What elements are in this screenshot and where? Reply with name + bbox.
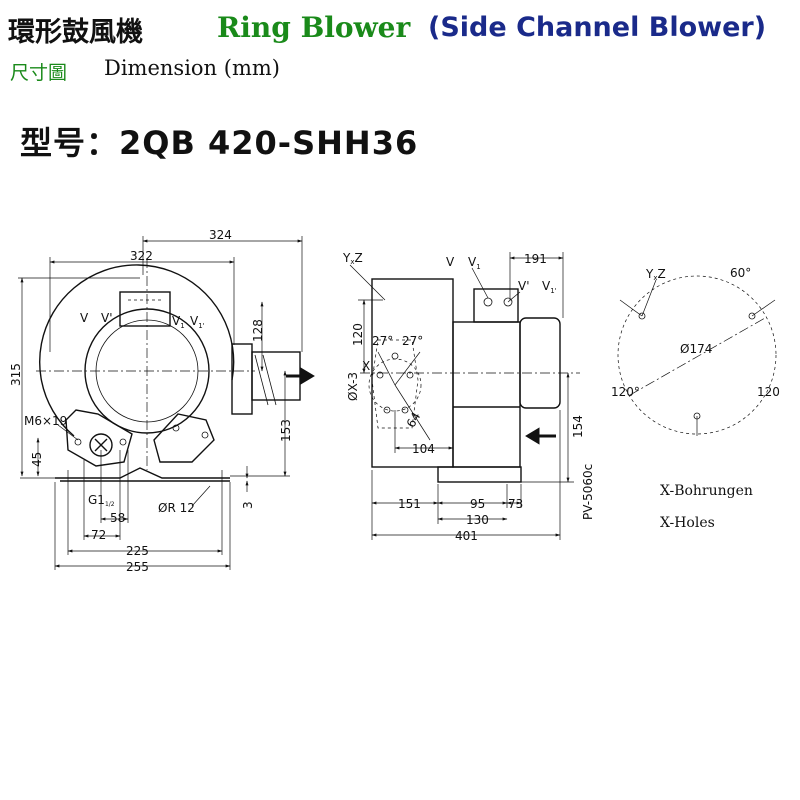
side-top-ports xyxy=(473,288,519,323)
front-dim-45: 45 xyxy=(30,452,44,467)
side-label-yxz: YxZ xyxy=(342,251,363,266)
model-number: 型号：2QB 420-SHH36 xyxy=(20,124,419,162)
side-label-v1: V1 xyxy=(468,255,481,271)
front-radius-label: ØR 12 xyxy=(158,501,195,515)
note-holes: X-Holes xyxy=(660,515,715,531)
title-subtitle: (Side Channel Blower) xyxy=(428,12,767,43)
side-dim-95: 95 xyxy=(470,497,485,511)
front-outlet-arrow-icon xyxy=(286,367,315,385)
front-label-v-prime: V' xyxy=(101,311,113,325)
dimension-label-chinese: 尺寸圖 xyxy=(10,62,68,84)
side-dim-130: 130 xyxy=(466,513,489,527)
dimension-label-english: Dimension (mm) xyxy=(104,56,280,80)
side-dim-401: 401 xyxy=(455,529,478,543)
hole-pattern-view: YxZ 60° 120° 120 Ø174 xyxy=(611,266,780,436)
side-view: 191 120 ØX-3 X 104 64 154 151 95 73 130 … xyxy=(342,251,595,543)
front-dim-315: 315 xyxy=(9,363,23,386)
front-base-plate xyxy=(55,467,230,479)
front-dim-322: 322 xyxy=(130,249,153,263)
hole-pattern-circle xyxy=(617,275,777,435)
note-bohrungen: X-Bohrungen xyxy=(660,483,753,499)
front-dim-72: 72 xyxy=(91,528,106,542)
front-view: 324 322 315 45 128 153 3 58 72 225 255 xyxy=(9,228,315,574)
hole-angle-60: 60° xyxy=(730,266,751,280)
side-dim-x3: ØX-3 xyxy=(346,372,360,401)
side-label-v1-prime: V1' xyxy=(542,279,557,295)
front-top-port xyxy=(119,291,171,327)
front-pipe-thread-label: G11/2 xyxy=(88,493,115,508)
side-dim-151: 151 xyxy=(398,497,421,511)
side-motor xyxy=(519,317,561,409)
front-bolt-label: M6×19 xyxy=(24,414,67,428)
hole-label-yxz: YxZ xyxy=(645,267,666,282)
front-dim-324: 324 xyxy=(209,228,232,242)
hole-angle-120b: 120 xyxy=(757,385,780,399)
side-dim-191: 191 xyxy=(524,252,547,266)
side-label-v-prime: V' xyxy=(518,279,530,293)
title-chinese: 環形鼓風機 xyxy=(8,17,143,48)
front-dim-58: 58 xyxy=(110,511,125,525)
front-dim-128: 128 xyxy=(251,319,265,342)
side-dim-120: 120 xyxy=(351,323,365,346)
hole-diameter: Ø174 xyxy=(680,342,712,356)
side-dim-104: 104 xyxy=(412,442,435,456)
front-outlet-flange xyxy=(231,343,253,415)
front-left-foot xyxy=(65,409,133,467)
side-angle-27b: 27° xyxy=(402,334,423,348)
front-dim-225: 225 xyxy=(126,544,149,558)
front-dim-3: 3 xyxy=(241,501,255,509)
side-dim-73: 73 xyxy=(508,497,523,511)
side-inlet-arrow-icon xyxy=(525,427,556,445)
side-dim-x: X xyxy=(362,359,370,373)
front-label-v: V xyxy=(80,311,89,325)
side-housing-body xyxy=(452,321,521,468)
front-housing-outline xyxy=(39,264,235,437)
front-dim-153: 153 xyxy=(279,419,293,442)
side-base xyxy=(437,466,522,483)
side-label-v: V xyxy=(446,255,455,269)
side-part-number: PV-5060c xyxy=(581,464,595,520)
front-right-foot xyxy=(153,413,215,463)
front-dim-255: 255 xyxy=(126,560,149,574)
front-label-v1-prime: V1' xyxy=(190,314,205,330)
side-angle-27a: 27° xyxy=(372,334,393,348)
title-english: Ring Blower xyxy=(217,11,411,44)
side-flange-outline xyxy=(371,339,419,429)
side-dim-64: 64 xyxy=(404,410,424,430)
front-label-v1: V1 xyxy=(172,314,185,330)
side-dim-154: 154 xyxy=(571,415,585,438)
hole-angle-120a: 120° xyxy=(611,385,640,399)
